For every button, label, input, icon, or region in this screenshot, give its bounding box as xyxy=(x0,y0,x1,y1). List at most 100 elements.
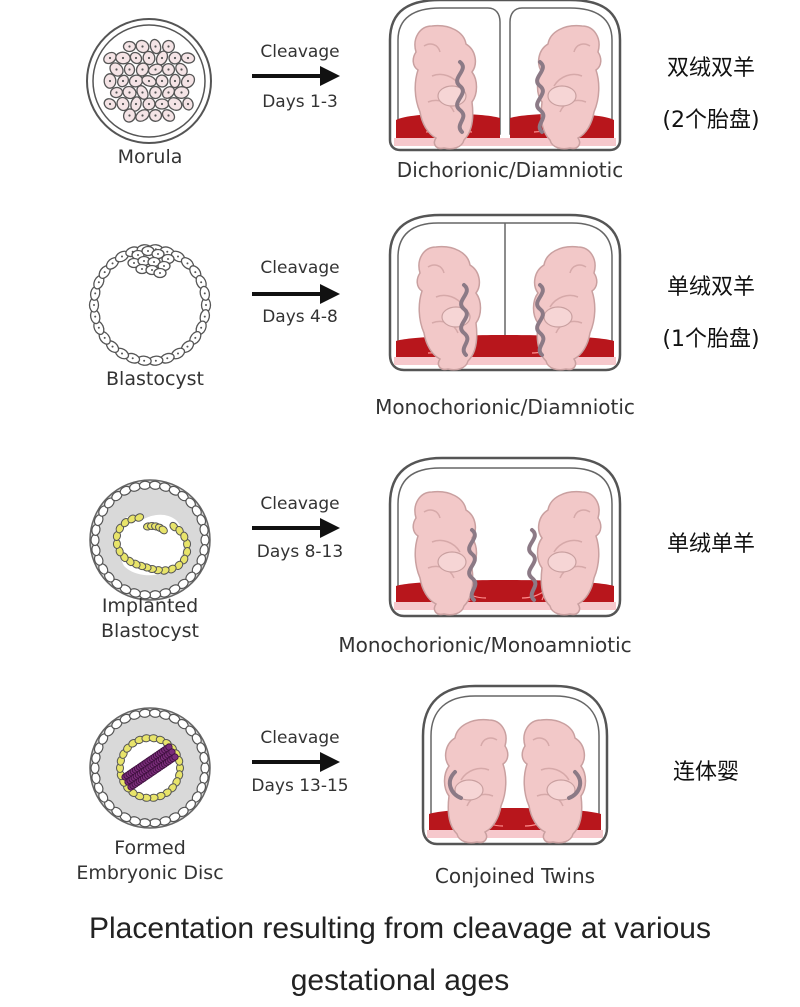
stage-label-embryonic-disc: Formed Embryonic Disc xyxy=(60,836,240,886)
cell-nucleus xyxy=(147,250,149,252)
cell-nucleus xyxy=(141,268,143,270)
cell-nucleus xyxy=(200,326,203,329)
cell-nucleus xyxy=(121,102,125,106)
row-dichorionic: Morula Cleavage Days 1-3 Dichorionic/Dia… xyxy=(0,0,800,215)
cell-nucleus xyxy=(167,68,170,71)
type-label-conjoined: Conjoined Twins xyxy=(434,864,596,888)
cell-nucleus xyxy=(115,91,118,94)
blastocyst-illustration xyxy=(88,244,212,366)
amnion-cell xyxy=(180,531,189,542)
stage-line1: Implanted xyxy=(101,595,199,617)
cell-nucleus xyxy=(141,45,144,48)
arrow-icon xyxy=(252,518,340,538)
cell-nucleus xyxy=(128,68,131,71)
cell-nucleus xyxy=(159,272,161,274)
cell-nucleus xyxy=(141,114,144,117)
cell-nucleus xyxy=(180,91,183,94)
cell-nucleus xyxy=(108,102,112,106)
cell-nucleus xyxy=(200,281,203,284)
cell-nucleus xyxy=(134,56,138,60)
cn-line1: 连体婴 xyxy=(672,760,739,785)
arrow-icon xyxy=(252,66,340,86)
cell-nucleus xyxy=(121,352,123,355)
cleavage-label: Cleavage xyxy=(260,494,340,514)
cell-nucleus xyxy=(173,56,177,60)
cell-nucleus xyxy=(186,56,190,60)
days-label: Days 4-8 xyxy=(262,307,338,327)
cell-nucleus xyxy=(186,262,189,265)
cell-nucleus xyxy=(134,79,138,83)
stage-label-implanted-blastocyst: Implanted Blastocyst xyxy=(80,594,220,644)
cell-nucleus xyxy=(133,262,135,264)
row-conjoined: Formed Embryonic Disc Cleavage Days 13-1… xyxy=(0,680,800,895)
trophoblast-cell xyxy=(90,761,100,775)
cell-nucleus xyxy=(143,260,145,262)
dichorionic-sac-illustration xyxy=(388,0,622,152)
cell-nucleus xyxy=(141,68,144,71)
trophoblast-cell xyxy=(199,523,209,536)
embryonic-disc-illustration xyxy=(89,707,211,829)
cn-label-row1: 双绒双羊 (2个胎盘) xyxy=(646,50,776,140)
cell-nucleus xyxy=(205,304,207,306)
type-label-monochorionic-monoamniotic: Monochorionic/Monoamniotic xyxy=(338,633,632,657)
cell-nucleus xyxy=(160,79,164,83)
cn-line1: 单绒双羊 xyxy=(666,275,755,300)
amnion-cell xyxy=(134,513,145,522)
cn-line2: (2个胎盘) xyxy=(662,108,760,133)
monochorionic-monoamniotic-sac-illustration xyxy=(388,456,622,618)
trophoblast-cell xyxy=(199,751,209,764)
cell-nucleus xyxy=(111,262,114,265)
amnion-cell xyxy=(158,525,168,535)
cell-nucleus xyxy=(108,79,112,83)
cell-nucleus xyxy=(147,102,151,106)
cell-nucleus xyxy=(154,68,157,71)
cell-nucleus xyxy=(137,254,139,256)
trophoblast-cell xyxy=(138,818,152,828)
cell-nucleus xyxy=(166,250,169,253)
days-label: Days 1-3 xyxy=(262,92,338,112)
type-label-monochorionic-diamniotic: Monochorionic/Diamniotic xyxy=(375,395,635,419)
cleavage-label: Cleavage xyxy=(260,728,340,748)
figure-caption: Placentation resulting from cleavage at … xyxy=(0,903,800,1007)
stage-line2: Blastocyst xyxy=(101,620,199,642)
row-monochorionic-diamniotic: Blastocyst Cleavage Days 4-8 Monochorion… xyxy=(0,213,800,430)
cell-nucleus xyxy=(103,336,106,339)
cell-nucleus xyxy=(166,357,169,360)
row-monochorionic-monoamniotic: Implanted Blastocyst Cleavage Days 8-13 … xyxy=(0,450,800,665)
cell-nucleus xyxy=(141,91,144,94)
cell-nucleus xyxy=(147,79,151,83)
trophoblast-cell xyxy=(90,533,100,547)
cell-nucleus xyxy=(134,102,138,106)
stage-line2: Embryonic Disc xyxy=(76,862,224,884)
cell-nucleus xyxy=(153,261,155,263)
trophoblast-cell xyxy=(200,761,210,775)
cell-nucleus xyxy=(160,56,164,60)
cell-nucleus xyxy=(121,255,123,258)
cell-nucleus xyxy=(154,45,157,48)
cell-nucleus xyxy=(131,357,134,360)
cell-nucleus xyxy=(94,315,97,318)
stage-label-morula: Morula xyxy=(117,146,183,168)
morula-illustration xyxy=(86,18,212,144)
cell-nucleus xyxy=(128,91,131,94)
cell-nucleus xyxy=(167,45,170,48)
cell-nucleus xyxy=(115,68,118,71)
stage-label-blastocyst: Blastocyst xyxy=(106,368,204,390)
cell-nucleus xyxy=(186,345,189,348)
implanted-blastocyst-illustration xyxy=(89,479,211,601)
days-label: Days 13-15 xyxy=(251,776,349,796)
cell-nucleus xyxy=(111,345,114,348)
embryonic-disc-cell xyxy=(171,753,179,761)
cell-nucleus xyxy=(186,79,190,83)
stage-line1: Formed xyxy=(114,837,186,859)
cell-nucleus xyxy=(163,265,165,267)
cell-nucleus xyxy=(128,114,131,117)
cell-nucleus xyxy=(147,56,151,60)
trophoblast-cell xyxy=(200,533,210,547)
cell-nucleus xyxy=(167,114,170,117)
cell-nucleus xyxy=(180,68,183,71)
cell-nucleus xyxy=(160,102,164,106)
cn-line1: 单绒单羊 xyxy=(666,532,755,557)
cell-nucleus xyxy=(108,56,112,60)
cell-nucleus xyxy=(93,304,95,306)
